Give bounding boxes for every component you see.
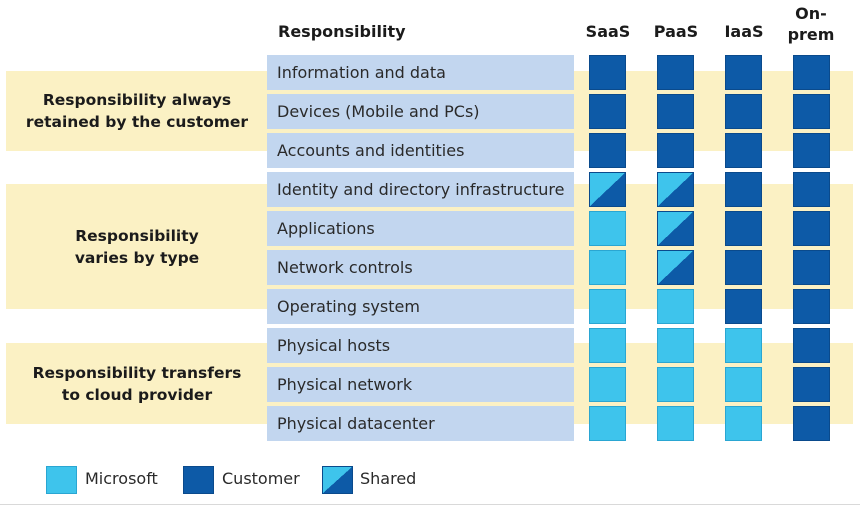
cell-saas-microsoft <box>589 289 626 324</box>
cell-iaas-customer <box>725 133 762 168</box>
cell-iaas-microsoft <box>725 328 762 363</box>
cell-paas-microsoft <box>657 289 694 324</box>
header-responsibility: Responsibility <box>278 22 406 41</box>
row-label: Network controls <box>267 250 574 285</box>
cell-paas-shared <box>657 211 694 246</box>
cell-saas-microsoft <box>589 328 626 363</box>
cell-paas-customer <box>657 55 694 90</box>
row-label: Applications <box>267 211 574 246</box>
cell-iaas-customer <box>725 250 762 285</box>
row-label: Physical hosts <box>267 328 574 363</box>
cell-paas-microsoft <box>657 328 694 363</box>
group-label-varies: Responsibility varies by type <box>74 226 200 267</box>
cell-saas-microsoft <box>589 406 626 441</box>
cell-iaas-customer <box>725 289 762 324</box>
cell-iaas-customer <box>725 94 762 129</box>
group-label-provider: Responsibility transfers to cloud provid… <box>32 363 242 404</box>
legend-shared-label: Shared <box>360 469 417 488</box>
legend-microsoft-swatch <box>46 466 77 494</box>
row-label: Information and data <box>267 55 574 90</box>
cell-saas-customer <box>589 133 626 168</box>
cell-paas-shared <box>657 250 694 285</box>
cell-saas-customer <box>589 94 626 129</box>
header-paas: PaaS <box>653 22 699 41</box>
legend-shared-swatch <box>322 466 353 494</box>
cell-iaas-microsoft <box>725 406 762 441</box>
header-iaas: IaaS <box>724 22 764 41</box>
cell-saas-microsoft <box>589 211 626 246</box>
cell-saas-microsoft <box>589 250 626 285</box>
legend-customer-label: Customer <box>222 469 300 488</box>
row-label: Devices (Mobile and PCs) <box>267 94 574 129</box>
cell-onprem-customer <box>793 289 830 324</box>
row-label: Physical network <box>267 367 574 402</box>
cell-paas-customer <box>657 133 694 168</box>
cell-saas-customer <box>589 55 626 90</box>
bottom-divider <box>0 504 860 505</box>
cell-paas-customer <box>657 94 694 129</box>
cell-iaas-microsoft <box>725 367 762 402</box>
cell-paas-microsoft <box>657 406 694 441</box>
group-label-customer: Responsibility always retained by the cu… <box>25 91 249 131</box>
row-label: Identity and directory infrastructure <box>267 172 574 207</box>
cell-iaas-customer <box>725 55 762 90</box>
cell-paas-shared <box>657 172 694 207</box>
cell-saas-shared <box>589 172 626 207</box>
cell-onprem-customer <box>793 55 830 90</box>
cell-onprem-customer <box>793 250 830 285</box>
cell-onprem-customer <box>793 328 830 363</box>
cell-iaas-customer <box>725 172 762 207</box>
cell-onprem-customer <box>793 133 830 168</box>
cell-onprem-customer <box>793 172 830 207</box>
legend-customer-swatch <box>183 466 214 494</box>
cell-onprem-customer <box>793 94 830 129</box>
row-label: Operating system <box>267 289 574 324</box>
cell-onprem-customer <box>793 211 830 246</box>
cell-onprem-customer <box>793 367 830 402</box>
cell-onprem-customer <box>793 406 830 441</box>
cell-iaas-customer <box>725 211 762 246</box>
row-label: Physical datacenter <box>267 406 574 441</box>
header-onprem: On- prem <box>787 4 835 44</box>
row-label: Accounts and identities <box>267 133 574 168</box>
header-saas: SaaS <box>585 22 631 41</box>
cell-paas-microsoft <box>657 367 694 402</box>
cell-saas-microsoft <box>589 367 626 402</box>
legend-microsoft-label: Microsoft <box>85 469 158 488</box>
